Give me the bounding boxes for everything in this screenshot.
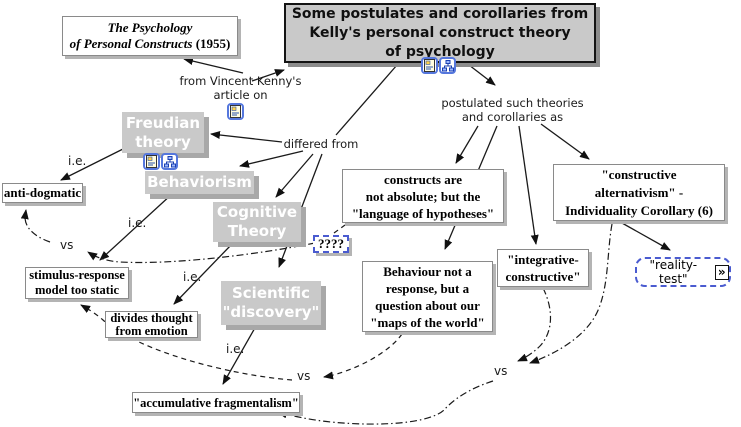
concept-label: "integrative- constructive" <box>505 252 581 284</box>
linking-phrase-ie-3: i.e. <box>183 270 202 284</box>
concept-behaviour-maps[interactable]: Behaviour not a response, but a question… <box>362 261 493 332</box>
concept-label: Freudian theory <box>125 113 201 151</box>
concept-label: Behaviour not a response, but a question… <box>370 263 485 330</box>
linking-phrase-postulated: postulated such theories and corollaries… <box>441 96 584 124</box>
concept-accumulative-fragmentalism[interactable]: "accumulative fragmentalism" <box>132 392 300 413</box>
concept-divides-thought[interactable]: divides thought from emotion <box>105 311 198 338</box>
concept-scientific-discovery[interactable]: Scientific "discovery" <box>221 281 321 325</box>
document-resource-icon[interactable] <box>143 153 160 170</box>
concept-integrative-constructive[interactable]: "integrative- constructive" <box>497 249 589 287</box>
concept-title[interactable]: Some postulates and corollaries from Kel… <box>284 3 596 63</box>
document-glyph <box>424 59 435 72</box>
document-glyph <box>230 105 241 118</box>
linking-phrase-vs-2: vs <box>297 369 311 383</box>
tree-glyph <box>163 155 176 167</box>
document-resource-icon[interactable] <box>421 57 438 74</box>
concept-label: Scientific "discovery" <box>222 284 320 321</box>
concept-label: Behaviorism <box>147 173 252 191</box>
linking-phrase-ie-1: i.e. <box>68 154 87 168</box>
concept-label: "accumulative fragmentalism" <box>133 395 299 410</box>
annotation-questions[interactable]: ???? <box>313 235 349 253</box>
linking-phrase-vs-1: vs <box>60 238 74 252</box>
concept-label: constructs are not absolute; but the "la… <box>351 171 495 221</box>
concept-constructive-alternativism[interactable]: "constructive alternativism" - Individua… <box>553 164 725 221</box>
concept-freudian-theory[interactable]: Freudian theory <box>122 112 204 153</box>
document-glyph <box>146 155 157 168</box>
expand-icon[interactable]: » <box>714 264 729 280</box>
concept-label: Some postulates and corollaries from Kel… <box>291 5 589 60</box>
concept-stimulus-response[interactable]: stimulus-response model too static <box>25 267 129 299</box>
tree-resource-icon[interactable] <box>439 57 456 74</box>
linking-phrase-vs-3: vs <box>494 364 508 378</box>
concept-behaviorism[interactable]: Behaviorism <box>145 171 254 194</box>
linking-phrase-differed-from: differed from <box>283 137 359 151</box>
concept-constructs-not-absolute[interactable]: constructs are not absolute; but the "la… <box>342 169 504 223</box>
tree-glyph <box>441 59 454 71</box>
concept-label: "reality-test" <box>649 258 698 286</box>
linking-phrase-ie-4: i.e. <box>226 342 245 356</box>
concept-label: The Psychology of Personal Constructs (1… <box>69 20 231 51</box>
linking-phrase-ie-2: i.e. <box>128 216 147 230</box>
document-resource-icon[interactable] <box>227 103 244 120</box>
concept-label: Cognitive Theory <box>216 203 298 240</box>
concept-cognitive-theory[interactable]: Cognitive Theory <box>213 202 301 242</box>
annotation-reality-test[interactable]: "reality-test" » <box>635 257 731 287</box>
concept-label: ???? <box>318 236 344 251</box>
concept-label: "constructive alternativism" - Individua… <box>565 166 713 218</box>
concept-anti-dogmatic[interactable]: anti-dogmatic <box>2 183 83 203</box>
linking-phrase-from-vincent-kenny: from Vincent Kenny's article on <box>179 74 302 102</box>
concept-label: stimulus-response model too static <box>29 268 125 297</box>
concept-book-1955[interactable]: The Psychology of Personal Constructs (1… <box>62 16 238 56</box>
tree-resource-icon[interactable] <box>161 153 178 170</box>
concept-label: divides thought from emotion <box>110 310 193 338</box>
concept-label: anti-dogmatic <box>3 185 82 200</box>
